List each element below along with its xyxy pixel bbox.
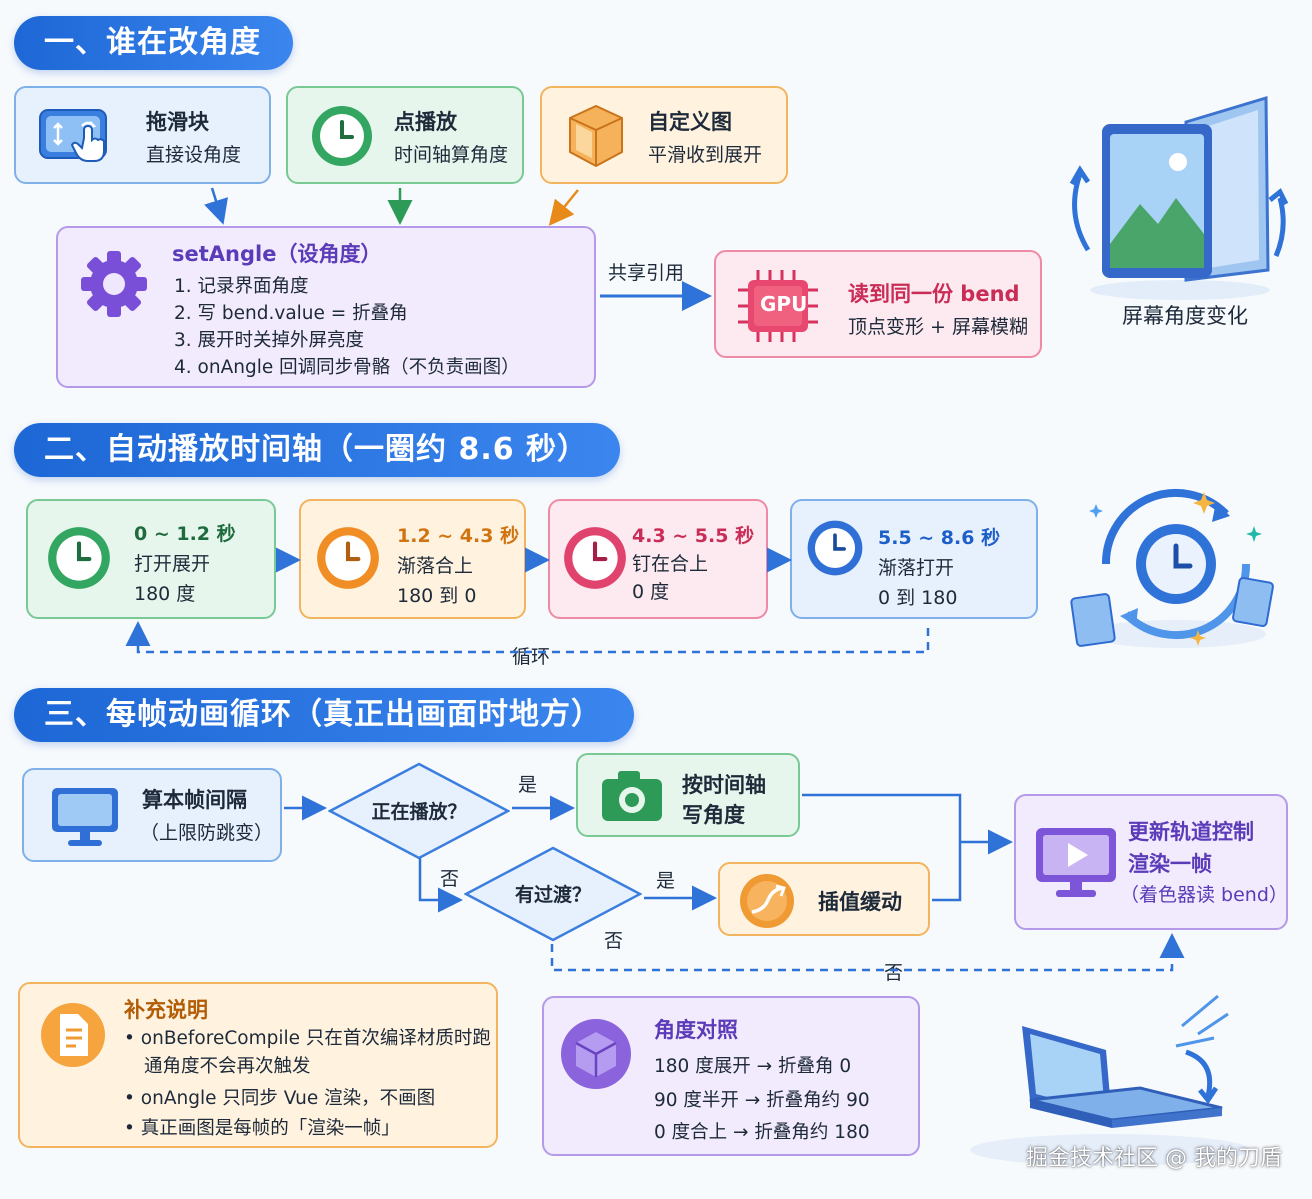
interp-title: 插值缓动 (818, 890, 902, 914)
custom-desc: 平滑收到展开 (648, 144, 763, 166)
share-label: 共享引用 (608, 262, 685, 284)
arrow-q2-no (550, 933, 1185, 972)
phase-box-1: 0 ~ 1.2 秒 打开展开 180 度 (26, 499, 276, 619)
phase-3-time: 4.3 ~ 5.5 秒 (632, 525, 755, 547)
play-title: 点播放 (394, 110, 457, 134)
notes-item-3: • 真正画图是每帧的「渲染一帧」 (124, 1118, 400, 1139)
no-label-1: 否 (440, 868, 460, 890)
yes-label-2: 是 (656, 870, 676, 892)
arrow-custom-to-setangle (548, 189, 579, 226)
angles-item-2: 90 度半开 → 折叠角约 90 (654, 1090, 870, 1111)
render-frame-line3: （着色器读 bend） (1120, 884, 1288, 906)
custom-source-box: 自定义图 平滑收到展开 (540, 86, 788, 184)
timeline-write-title: 按时间轴 (682, 773, 766, 797)
section2-header: 二、自动播放时间轴（一圈约 8.6 秒） (14, 423, 621, 477)
cube-icon (561, 1019, 631, 1089)
gpu-title: 读到同一份 bend (848, 282, 1020, 306)
phase-4-time: 5.5 ~ 8.6 秒 (878, 527, 1001, 549)
clock-icon (564, 527, 626, 589)
arrow-q1-no (418, 858, 463, 913)
decision-playing-text: 正在播放？ (371, 801, 467, 823)
arrow-timeline-merge (802, 793, 962, 902)
play-monitor-icon (1036, 828, 1116, 897)
phase-2-time: 1.2 ~ 4.3 秒 (397, 525, 520, 547)
phase-box-4: 5.5 ~ 8.6 秒 渐落打开 0 到 180 (790, 499, 1038, 619)
easing-icon (740, 874, 794, 928)
monitor-icon (52, 788, 118, 846)
play-source-box: 点播放 时间轴算角度 (286, 86, 524, 184)
setangle-item-2: 2. 写 bend.value = 折叠角 (174, 303, 408, 324)
section3-header: 三、每帧动画循环（真正出画面时地方） (14, 688, 634, 742)
no-label-2: 否 (604, 930, 624, 952)
clock-icon (312, 106, 372, 166)
phase-1-angle: 180 度 (134, 583, 196, 605)
phase-4-action: 渐落打开 (878, 557, 955, 579)
screen-caption: 屏幕角度变化 (1122, 304, 1248, 328)
angles-box: 角度对照 180 度展开 → 折叠角 0 90 度半开 → 折叠角约 90 0 … (542, 996, 920, 1156)
notes-item-1-cont: 通角度不会再次触发 (144, 1056, 311, 1077)
notes-item-2: • onAngle 只同步 Vue 渲染，不画图 (124, 1088, 436, 1109)
setangle-item-3: 3. 展开时关掉外屏亮度 (174, 330, 365, 351)
phase-2-action: 渐落合上 (397, 555, 474, 577)
render-frame-line2: 渲染一帧 (1128, 852, 1212, 876)
slider-source-box: 拖滑块 直接设角度 (14, 86, 271, 184)
cycle-clock-illustration (1070, 488, 1274, 648)
phase-box-2: 1.2 ~ 4.3 秒 渐落合上 180 到 0 (299, 499, 526, 619)
gpu-desc: 顶点变形 + 屏幕模糊 (848, 316, 1028, 338)
watermark: 掘金技术社区 @ 我的刀盾 (1026, 1146, 1282, 1171)
no-label-3: 否 (884, 962, 904, 984)
phase-1-action: 打开展开 (134, 553, 211, 575)
setangle-box: setAngle（设角度） 1. 记录界面角度 2. 写 bend.value … (56, 226, 596, 388)
document-icon (41, 1003, 105, 1067)
decision-transition-text: 有过渡？ (514, 884, 591, 906)
setangle-item-4: 4. onAngle 回调同步骨骼（不负责画图） (174, 357, 520, 378)
camera-icon (602, 771, 662, 821)
timeline-write-desc: 写角度 (682, 803, 745, 827)
frame-interval-box: 算本帧间隔 （上限防跳变） (22, 768, 282, 862)
setangle-item-1: 1. 记录界面角度 (174, 276, 309, 297)
angles-item-1: 180 度展开 → 折叠角 0 (654, 1056, 852, 1077)
clock-icon (317, 527, 379, 589)
gpu-box: GPU 读到同一份 bend 顶点变形 + 屏幕模糊 (714, 250, 1042, 358)
render-frame-box: 更新轨道控制 渲染一帧 （着色器读 bend） (1014, 794, 1288, 930)
arrow-slider-to-setangle (204, 187, 228, 225)
clock-icon (48, 527, 110, 589)
gear-icon (81, 251, 147, 317)
phase-2-angle: 180 到 0 (397, 585, 477, 607)
slider-hand-icon (39, 109, 107, 162)
interp-box: 插值缓动 (718, 862, 930, 936)
frame-interval-title: 算本帧间隔 (142, 788, 247, 812)
play-desc: 时间轴算角度 (394, 144, 509, 166)
folding-laptop-illustration (970, 994, 1250, 1166)
notes-title: 补充说明 (124, 998, 208, 1022)
render-frame-title: 更新轨道控制 (1128, 820, 1254, 844)
gpu-chip-icon (738, 270, 818, 342)
phase-box-3: 4.3 ~ 5.5 秒 钉在合上 0 度 (548, 499, 768, 619)
notes-box: 补充说明 • onBeforeCompile 只在首次编译材质时跑 通角度不会再… (18, 982, 498, 1148)
phase-1-time: 0 ~ 1.2 秒 (134, 523, 236, 545)
angles-item-3: 0 度合上 → 折叠角约 180 (654, 1122, 870, 1143)
frame-interval-desc: （上限防跳变） (140, 822, 274, 844)
timeline-write-box: 按时间轴 写角度 (576, 753, 800, 837)
section1-header: 一、谁在改角度 (14, 16, 293, 70)
angles-title: 角度对照 (654, 1018, 738, 1042)
gpu-chip-label: GPU (760, 292, 808, 316)
fold-cube-icon (569, 104, 623, 168)
phase-4-angle: 0 到 180 (878, 587, 958, 609)
slider-desc: 直接设角度 (146, 144, 242, 166)
folding-screen-illustration (1069, 95, 1289, 300)
setangle-title: setAngle（设角度） (172, 242, 382, 266)
phase-3-angle: 0 度 (632, 581, 670, 603)
decision-transition (464, 846, 642, 942)
yes-label-1: 是 (518, 774, 538, 796)
arrow-loop (125, 621, 930, 654)
phase-3-action: 钉在合上 (632, 553, 709, 575)
slider-title: 拖滑块 (146, 110, 209, 134)
custom-title: 自定义图 (648, 110, 732, 134)
clock-icon (807, 520, 863, 576)
notes-item-1: • onBeforeCompile 只在首次编译材质时跑 (124, 1028, 491, 1049)
